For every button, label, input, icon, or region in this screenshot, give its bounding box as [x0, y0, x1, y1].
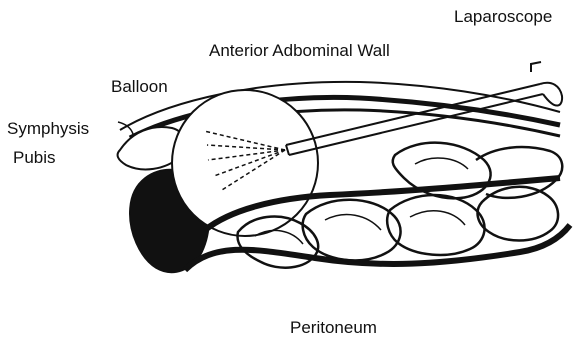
balloon-circle	[172, 90, 318, 236]
intestine-fold-1	[415, 158, 468, 169]
intestine-fold-2	[255, 230, 303, 244]
intestine-fold-4	[410, 211, 465, 225]
intestine-loop-lower-right	[478, 187, 559, 241]
symphysis-label-line1: Symphysis	[7, 119, 89, 138]
balloon-label: Balloon	[111, 77, 168, 96]
intestine-fold-3	[325, 215, 381, 230]
intestine-loop-far-right	[476, 147, 562, 198]
symphysis-label-line2: Pubis	[13, 148, 56, 167]
intestine-loop-center-right	[387, 195, 484, 255]
peritoneum-label: Peritoneum	[290, 318, 377, 337]
laparoscope-light-port	[531, 62, 541, 72]
intestine-loop-middle	[303, 200, 401, 261]
laparoscope-label: Laparoscope	[454, 7, 552, 26]
anterior-abdominal-wall-label: Anterior Adbominal Wall	[209, 41, 390, 60]
laparoscope-eyepiece	[540, 83, 562, 106]
